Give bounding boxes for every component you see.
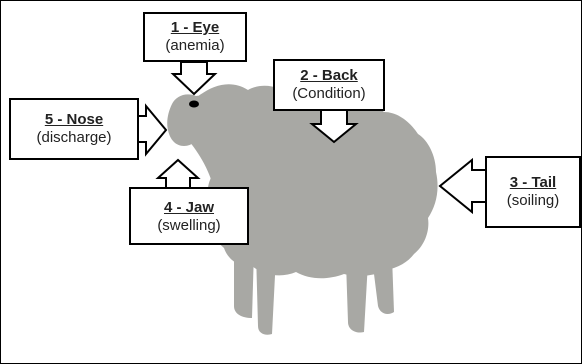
callout-jaw: 4 - Jaw (swelling) xyxy=(129,187,249,245)
callout-nose-sub: (discharge) xyxy=(11,129,137,147)
sheep-eye-icon xyxy=(189,101,199,108)
callout-tail-title: 3 - Tail xyxy=(487,174,579,192)
callout-jaw-title: 4 - Jaw xyxy=(131,199,247,217)
callout-nose-title: 5 - Nose xyxy=(11,111,137,129)
callout-eye-sub: (anemia) xyxy=(145,37,245,55)
callout-back-title: 2 - Back xyxy=(275,67,383,85)
callout-back: 2 - Back (Condition) xyxy=(273,59,385,111)
callout-eye-title: 1 - Eye xyxy=(145,19,245,37)
callout-eye: 1 - Eye (anemia) xyxy=(143,12,247,62)
callout-tail: 3 - Tail (soiling) xyxy=(485,156,581,228)
callout-back-sub: (Condition) xyxy=(275,85,383,103)
callout-jaw-sub: (swelling) xyxy=(131,217,247,235)
callout-nose: 5 - Nose (discharge) xyxy=(9,98,139,160)
callout-tail-sub: (soiling) xyxy=(487,192,579,210)
